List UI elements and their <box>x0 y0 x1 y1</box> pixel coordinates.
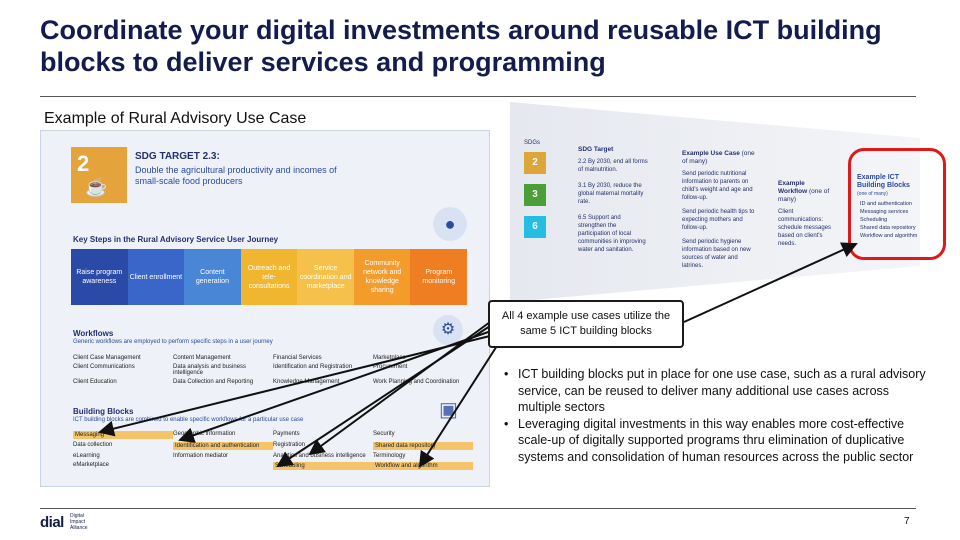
workflow-item: Marketplace <box>373 355 406 361</box>
use-case-header: Example Use Case <box>682 150 740 157</box>
workflows-grid: Client Case Management Content Management… <box>73 355 473 385</box>
workflow-item: Financial Services <box>273 355 322 361</box>
workflow-item: Identification and Registration <box>273 364 353 370</box>
dial-logo: dial <box>40 514 64 531</box>
footer-divider <box>40 508 916 509</box>
building-block-item: Messaging <box>73 431 173 439</box>
gear-icon: ⚙ <box>433 315 463 345</box>
slide-subtitle: Example of Rural Advisory Use Case <box>44 110 307 127</box>
building-block-item: Workflow and algorithm <box>373 462 473 470</box>
sdgs-column: SDGs 2 3 6 <box>524 140 546 248</box>
building-block-item: Terminology <box>373 453 406 459</box>
ring-sub: (one of many) <box>857 191 888 197</box>
ring-title: Example ICT Building Blocks (one of many… <box>857 174 917 198</box>
title-divider <box>40 96 916 97</box>
journey-step: Service coordination and marketplace <box>297 249 354 305</box>
perspective-item: Send periodic hygiene information based … <box>682 239 751 269</box>
building-block-item: Shared data repository <box>373 442 473 450</box>
rural-advisory-infographic: 2 ☕ SDG TARGET 2.3: Double the agricultu… <box>40 130 490 487</box>
sdg-number: 2 <box>77 151 90 176</box>
building-block-item: Information mediator <box>173 453 229 459</box>
use-case-column: Example Use Case (one of many) Send peri… <box>682 150 758 276</box>
building-blocks-highlight-ring <box>848 148 946 260</box>
sdg-target-text: Double the agricultural productivity and… <box>135 165 337 186</box>
building-block-item: Data collection <box>73 442 113 448</box>
workflow-text: Client communications: schedule messages… <box>778 209 832 247</box>
perspective-item: Workflow and algorithm <box>860 233 918 239</box>
workflow-sub: (one of many) <box>778 188 830 203</box>
workflow-column: Example Workflow (one of many) Client co… <box>778 180 834 248</box>
workflow-item: Client Education <box>73 379 117 385</box>
workflow-item: Data Collection and Reporting <box>173 379 254 385</box>
bullet-list: ICT building blocks put in place for one… <box>504 366 928 465</box>
workflow-item: Client Case Management <box>73 355 141 361</box>
workflow-item: Procurement <box>373 364 408 370</box>
building-block-item: Security <box>373 431 395 437</box>
building-block-item: Payments <box>273 431 300 437</box>
cubes-icon: ▣ <box>439 399 458 421</box>
building-block-item: Analytics and business intelligence <box>273 453 366 459</box>
building-block-item: eMarketplace <box>73 462 110 468</box>
perspective-item: Send periodic nutritional information to… <box>682 171 753 201</box>
journey-step: Outreach and tele-consultations <box>240 249 298 305</box>
building-block-item: eLearning <box>73 453 100 459</box>
sdgs-label: SDGs <box>524 140 541 146</box>
sdg-cell: 2 <box>524 152 546 174</box>
workflow-item: Data analysis and business intelligence <box>173 364 247 376</box>
bullet-item: ICT building blocks put in place for one… <box>504 366 928 416</box>
dial-logo-sub: Digital Impact Alliance <box>70 513 88 531</box>
perspective-item: Scheduling <box>860 217 888 223</box>
bullet-item: Leveraging digital investments in this w… <box>504 416 928 466</box>
sdg-target-title: SDG TARGET 2.3: <box>135 151 220 162</box>
sdg-2-tile: 2 ☕ <box>71 147 127 203</box>
building-block-item <box>173 462 273 470</box>
slide-title: Coordinate your digital investments arou… <box>40 15 882 77</box>
perspective-item: Send periodic health tips to expecting m… <box>682 209 755 231</box>
workflow-item: Knowledge Management <box>273 379 340 385</box>
perspective-item: Shared data repository <box>860 225 916 231</box>
workflows-label: Workflows <box>73 329 114 338</box>
use-case-sub: (one of many) <box>682 150 755 165</box>
building-blocks-sub: ICT building blocks are combined to enab… <box>73 417 304 423</box>
page-number: 7 <box>904 516 910 527</box>
building-block-item: Registration <box>273 442 306 448</box>
workflow-item: Content Management <box>173 355 231 361</box>
journey-step: Client enrollment <box>127 249 185 305</box>
ring-title-text: Example ICT Building Blocks <box>857 174 910 189</box>
users-icon: ● <box>433 207 467 241</box>
perspective-item: 6.5 Support and strengthen the participa… <box>578 215 646 253</box>
journey-step: Program monitoring <box>410 249 468 305</box>
workflow-item: Work Planning and Coordination <box>373 379 460 385</box>
journey-step: Content generation <box>184 249 241 305</box>
journey-step: Community network and knowledge sharing <box>353 249 411 305</box>
building-blocks-label: Building Blocks <box>73 407 134 416</box>
building-block-item: Scheduling <box>273 462 373 470</box>
workflows-sub: Generic workflows are employed to perfor… <box>73 339 273 345</box>
callout-box: All 4 example use cases utilize the same… <box>488 300 684 348</box>
workflow-header: Example Workflow <box>778 180 808 195</box>
sdg-target-column: SDG Target 2.2 By 2030, end all forms of… <box>578 146 648 262</box>
building-block-item: Identification and authentication <box>173 442 273 450</box>
sdg-cell: 3 <box>524 184 546 206</box>
sdg-target-header: SDG Target <box>578 146 614 153</box>
perspective-item: ID and authentication <box>860 201 912 207</box>
building-block-item: Geographic information <box>173 431 236 437</box>
workflow-item: Client Communications <box>73 364 135 370</box>
food-bowl-icon: ☕ <box>85 177 108 197</box>
perspective-item: Messaging services <box>860 209 909 215</box>
perspective-item: 3.1 By 2030, reduce the global maternal … <box>578 183 644 205</box>
steps-label: Key Steps in the Rural Advisory Service … <box>73 235 279 244</box>
sdg-cell: 6 <box>524 216 546 238</box>
perspective-item: 2.2 By 2030, end all forms of malnutriti… <box>578 159 648 173</box>
journey-step: Raise program awareness <box>71 249 128 305</box>
